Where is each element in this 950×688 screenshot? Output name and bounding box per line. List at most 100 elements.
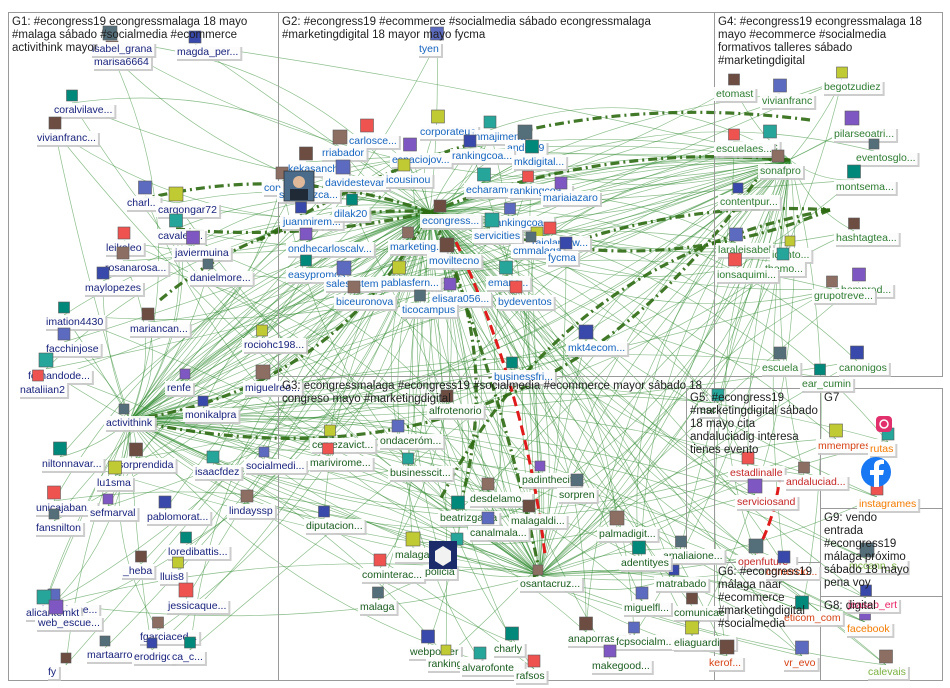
- graph-node[interactable]: martaarro: [85, 635, 137, 664]
- graph-node[interactable]: pablasfern...: [379, 260, 443, 292]
- graph-node[interactable]: diputacion...: [304, 505, 367, 535]
- graph-node[interactable]: hashtagtea...: [834, 217, 901, 247]
- graph-node[interactable]: etomast: [714, 73, 758, 103]
- graph-node[interactable]: facchinjose: [44, 327, 103, 358]
- graph-node[interactable]: esc: [698, 388, 725, 419]
- graph-node[interactable]: grupotreve...: [812, 275, 877, 305]
- graph-node[interactable]: sonafpro: [758, 149, 806, 180]
- graph-node[interactable]: comercio...: [764, 550, 822, 581]
- graph-node[interactable]: vr_evo: [782, 640, 820, 672]
- graph-node[interactable]: jessicaque...: [165, 582, 231, 615]
- graph-node[interactable]: charly: [492, 626, 527, 658]
- graph-node[interactable]: miguelfl...: [622, 586, 673, 617]
- graph-node[interactable]: alvarofonte...: [460, 646, 527, 677]
- graph-node[interactable]: ca_c...: [170, 636, 207, 666]
- graph-node[interactable]: osantacruz...: [518, 564, 585, 593]
- graph-node[interactable]: cominterac...: [360, 553, 427, 584]
- graph-node[interactable]: dilak20: [332, 193, 372, 223]
- graph-node[interactable]: comunicae: [672, 592, 729, 622]
- featured-avatar[interactable]: [283, 170, 315, 202]
- graph-node[interactable]: miguelreo...: [243, 364, 304, 397]
- graph-node[interactable]: businesscit...: [388, 452, 455, 482]
- graph-node[interactable]: danielmore...: [188, 258, 255, 287]
- graph-node[interactable]: pablomorat...: [145, 495, 213, 526]
- graph-node[interactable]: isabel_grana: [90, 25, 157, 58]
- graph-node[interactable]: econgress...: [420, 199, 484, 230]
- graph-node[interactable]: fansnilton: [34, 508, 86, 537]
- graph-node[interactable]: ticocampus: [400, 289, 460, 319]
- graph-node[interactable]: vivianfranc...: [35, 116, 100, 147]
- graph-node[interactable]: alfrotenorio: [427, 389, 486, 420]
- graph-node[interactable]: mkdigital...: [512, 139, 569, 171]
- graph-node[interactable]: magda_per...: [175, 30, 243, 61]
- graph-node[interactable]: lindayssp: [227, 489, 277, 520]
- graph-node[interactable]: renfe: [165, 368, 196, 397]
- graph-node[interactable]: estadlinalle: [728, 451, 787, 482]
- graph-node[interactable]: juanmirem...: [280, 201, 345, 231]
- graph-node[interactable]: escuelaes...: [714, 128, 777, 158]
- graph-node[interactable]: tyen: [417, 26, 444, 58]
- graph-node[interactable]: mmempres...: [816, 423, 884, 455]
- graph-node[interactable]: lluis8: [158, 556, 189, 586]
- graph-node[interactable]: isaacfdez: [193, 450, 244, 481]
- graph-node[interactable]: sorprendida: [116, 442, 178, 474]
- graph-node[interactable]: servicities: [472, 212, 525, 245]
- graph-node[interactable]: rafsos: [514, 654, 549, 685]
- graph-node[interactable]: biceuronova: [334, 280, 398, 311]
- graph-node[interactable]: webposter: [407, 629, 463, 661]
- graph-node[interactable]: rutas: [868, 427, 898, 458]
- graph-node[interactable]: ear_cumin: [800, 363, 856, 393]
- graph-node[interactable]: montsema...: [834, 164, 898, 196]
- graph-node[interactable]: businessfri...: [492, 356, 557, 386]
- graph-node[interactable]: kerof...: [707, 639, 746, 672]
- graph-node[interactable]: mariancan...: [128, 307, 192, 338]
- graph-node[interactable]: fcpsocialm...: [614, 621, 679, 651]
- graph-node[interactable]: canonigos: [837, 345, 891, 377]
- graph-node[interactable]: icousinou: [384, 158, 435, 189]
- graph-node[interactable]: jeaseb_ert: [845, 584, 902, 614]
- graph-node[interactable]: adentityes: [619, 540, 673, 572]
- graph-node[interactable]: pilarseoatri...: [832, 110, 899, 143]
- graph-node[interactable]: nataliian2: [18, 369, 70, 399]
- graph-node[interactable]: moviltecno: [427, 237, 484, 270]
- graph-node[interactable]: davidestevan: [323, 159, 392, 192]
- graph-node[interactable]: monikalpra: [183, 395, 241, 424]
- graph-node[interactable]: rriabador: [320, 129, 369, 162]
- graph-node[interactable]: escuela: [760, 346, 803, 377]
- graph-node[interactable]: fy: [46, 652, 72, 681]
- graph-node[interactable]: loredibattis...: [166, 531, 232, 561]
- graph-node[interactable]: vivianfranc: [760, 78, 817, 110]
- graph-node[interactable]: marivirome...: [308, 442, 375, 472]
- graph-node[interactable]: sorpren: [557, 473, 599, 504]
- graph-node[interactable]: rankingcoa...: [450, 134, 517, 165]
- graph-node[interactable]: andaluciad...: [784, 461, 850, 491]
- graph-node[interactable]: bydeventos: [496, 280, 556, 311]
- graph-node[interactable]: coralvilave...: [52, 89, 117, 119]
- graph-node[interactable]: makegood...: [590, 644, 654, 675]
- graph-node[interactable]: sefmarval: [88, 493, 140, 522]
- graph-node[interactable]: serviciosand: [735, 478, 800, 511]
- graph-node[interactable]: carlosce...: [347, 118, 401, 150]
- graph-node[interactable]: ondhecarloscalv...: [286, 227, 376, 258]
- graph-node[interactable]: socialmedi...: [244, 446, 309, 475]
- graph-node[interactable]: activithink: [104, 403, 157, 432]
- graph-node[interactable]: eticom_com: [782, 595, 845, 627]
- graph-node[interactable]: erodrigo: [132, 637, 177, 666]
- graph-node[interactable]: charl...: [125, 180, 163, 212]
- graph-node[interactable]: salesystem: [324, 260, 383, 293]
- graph-node[interactable]: contentpur...: [718, 182, 782, 211]
- graph-node[interactable]: fycma: [546, 236, 581, 267]
- graph-node[interactable]: rociohc198...: [242, 324, 309, 354]
- graph-node[interactable]: amaliaione...: [661, 535, 727, 565]
- graph-node[interactable]: imation4430: [44, 301, 108, 331]
- graph-node[interactable]: matrabado: [654, 564, 711, 593]
- graph-node[interactable]: malaga: [358, 586, 399, 616]
- graph-node[interactable]: ionsaquimi...: [715, 252, 780, 284]
- graph-node[interactable]: lu1sma: [95, 460, 136, 492]
- graph-node[interactable]: palmadigit...: [597, 510, 660, 543]
- graph-node[interactable]: niltonnavar...: [40, 441, 106, 473]
- graph-node[interactable]: facebook: [845, 608, 895, 638]
- graph-node[interactable]: padinthecity: [520, 460, 583, 489]
- graph-node[interactable]: begotzudiez: [822, 66, 885, 96]
- graph-node[interactable]: ondaceróm...: [378, 419, 446, 450]
